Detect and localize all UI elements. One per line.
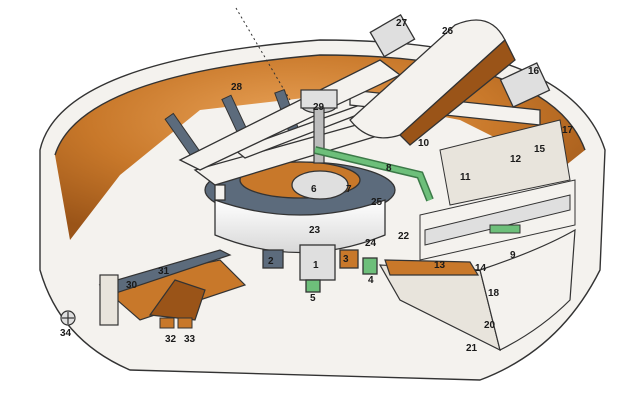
label-22: 22 bbox=[398, 231, 410, 242]
label-8: 8 bbox=[386, 163, 392, 174]
label-4: 4 bbox=[368, 275, 374, 286]
handwheel-34 bbox=[60, 310, 76, 326]
label-12: 12 bbox=[510, 154, 522, 165]
label-13: 13 bbox=[434, 260, 446, 271]
label-14: 14 bbox=[475, 263, 487, 274]
label-21: 21 bbox=[466, 343, 478, 354]
label-11: 11 bbox=[460, 172, 471, 183]
outlet-pipes bbox=[159, 317, 193, 329]
label-15: 15 bbox=[534, 144, 546, 155]
label-23: 23 bbox=[309, 225, 321, 236]
label-5: 5 bbox=[310, 293, 316, 304]
label-20: 20 bbox=[484, 320, 496, 331]
label-3: 3 bbox=[343, 254, 349, 265]
motor-29 bbox=[300, 89, 338, 164]
label-32: 32 bbox=[165, 334, 177, 345]
label-30: 30 bbox=[126, 280, 138, 291]
label-18: 18 bbox=[488, 288, 500, 299]
label-33: 33 bbox=[184, 334, 196, 345]
cutaway-right bbox=[378, 228, 576, 352]
label-28: 28 bbox=[231, 82, 243, 93]
cutaway-left bbox=[98, 249, 247, 326]
central-drum bbox=[204, 161, 396, 293]
label-6: 6 bbox=[311, 184, 317, 195]
label-16: 16 bbox=[528, 66, 540, 77]
label-27: 27 bbox=[396, 18, 408, 29]
label-29: 29 bbox=[313, 102, 325, 113]
label-10: 10 bbox=[418, 138, 430, 149]
label-7: 7 bbox=[346, 184, 352, 195]
drive-cylinder bbox=[349, 13, 551, 146]
settling-plates bbox=[419, 119, 576, 261]
label-24: 24 bbox=[365, 238, 377, 249]
label-34: 34 bbox=[60, 328, 72, 339]
label-26: 26 bbox=[442, 26, 454, 37]
tank-inner-rim bbox=[54, 54, 586, 156]
label-9: 9 bbox=[510, 250, 516, 261]
label-2: 2 bbox=[268, 256, 274, 267]
part-labels: 1 2 3 4 5 6 7 8 9 10 11 12 13 14 15 16 1… bbox=[60, 18, 574, 354]
label-17: 17 bbox=[562, 125, 574, 136]
label-25: 25 bbox=[371, 197, 383, 208]
panel-30 bbox=[99, 274, 119, 326]
label-1: 1 bbox=[313, 260, 319, 271]
label-31: 31 bbox=[158, 266, 170, 277]
